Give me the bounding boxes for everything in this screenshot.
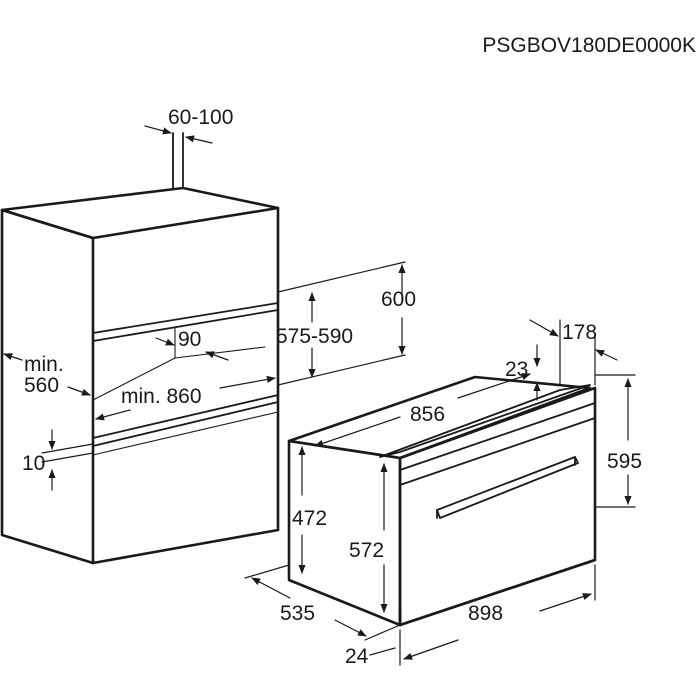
front-panel-control-line xyxy=(399,402,596,471)
dim-860-label: min. 860 xyxy=(121,385,202,408)
dim-90-arrow-right xyxy=(205,351,229,361)
dim-535-label: 535 xyxy=(280,602,315,625)
dim-10-label: 10 xyxy=(22,452,45,475)
dim-90-label: 90 xyxy=(178,328,201,351)
niche-floor-edge xyxy=(92,357,176,401)
dim-10-ext-bottom xyxy=(41,452,94,463)
dim-898-arrow-left xyxy=(403,639,459,660)
upper-shelf xyxy=(92,302,279,342)
dim-600-ext-top xyxy=(277,261,406,293)
cabinet-bottom-edge xyxy=(91,528,280,565)
dim-560-arrow-left xyxy=(3,353,23,361)
lower-shelf xyxy=(92,394,279,447)
dim-vent-arrow-right xyxy=(185,135,213,144)
dim-24-label: 24 xyxy=(345,645,369,668)
dim-600-ext-bottom xyxy=(277,354,406,386)
appliance-drawing: 178 23 856 595 472 572 535 24 xyxy=(244,319,642,668)
dim-560-label-b: 560 xyxy=(24,374,59,397)
model-code: PSGBOV180DE0000K xyxy=(482,34,696,57)
dim-572-label: 572 xyxy=(349,539,384,562)
dim-560-arrow-right xyxy=(67,386,91,396)
door-handle xyxy=(436,456,579,519)
dim-856-label: 856 xyxy=(410,403,445,426)
dim-860-arrow-left xyxy=(95,409,131,421)
dim-vent-label: 60-100 xyxy=(168,106,233,129)
appliance-side-face xyxy=(287,439,402,627)
dim-575-label: 575-590 xyxy=(276,325,353,348)
dim-535-arrow-up xyxy=(251,577,291,599)
dim-24-tick xyxy=(369,647,396,656)
cabinet-drawing: 60-100 600 575-590 90 min. 860 min. 560 … xyxy=(0,106,416,565)
dim-898-label: 898 xyxy=(468,602,503,625)
dim-178-arrow-left xyxy=(529,319,559,337)
dim-90-arrow-left xyxy=(155,337,175,346)
vent-top-edge xyxy=(182,187,279,209)
dim-898-arrow-right xyxy=(539,593,592,612)
dim-560-label-a: min. xyxy=(24,353,64,376)
dim-23-label: 23 xyxy=(505,358,528,381)
top-panel-strip xyxy=(379,384,591,458)
front-door-top-line xyxy=(399,417,596,486)
dim-600-label: 600 xyxy=(381,288,416,311)
dim-856-arrow-left xyxy=(314,416,401,447)
dim-vent-arrow-left xyxy=(144,125,172,135)
front-bottom-edge xyxy=(398,558,597,627)
cabinet-top-face xyxy=(0,186,280,240)
dim-856-arrow-right xyxy=(457,373,531,399)
dim-178-label: 178 xyxy=(562,321,597,344)
dim-535-arrow-down xyxy=(334,619,367,637)
dim-10-ext-top xyxy=(41,443,94,454)
dim-595-label: 595 xyxy=(607,450,642,473)
drawer-top-edge xyxy=(92,411,279,456)
dim-24-ext xyxy=(364,624,401,641)
dim-535-ext-top xyxy=(244,564,290,579)
dim-472-label: 472 xyxy=(292,507,327,530)
dim-178-arrow-right xyxy=(595,349,618,361)
dim-860-arrow-right xyxy=(219,375,276,389)
